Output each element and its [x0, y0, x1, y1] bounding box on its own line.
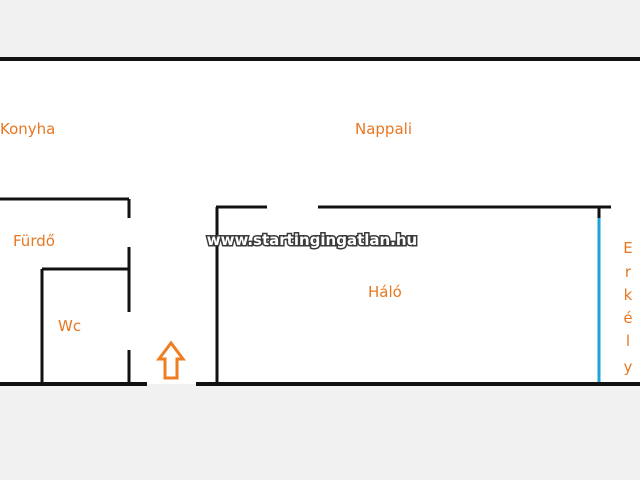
balcony-letter: é [623, 309, 632, 327]
room-label-wc: Wc [58, 317, 81, 335]
balcony-letter: k [624, 286, 633, 304]
balcony-letter: E [623, 239, 632, 257]
floor-area [0, 59, 640, 384]
balcony-letter: y [624, 358, 633, 376]
room-label-konyha: Konyha [0, 120, 55, 138]
bedroom-walls [215, 205, 611, 384]
bathroom-walls [0, 197, 131, 384]
room-label-halo: Háló [368, 283, 402, 301]
entrance-arrow-icon [156, 340, 186, 380]
balcony-label: E r k é l y [623, 239, 632, 376]
watermark-text: www.startingingatlan.hu [207, 231, 418, 249]
room-label-furdo: Fürdő [13, 232, 55, 250]
balcony-letter: l [626, 332, 630, 350]
outer-walls [0, 57, 640, 386]
room-label-nappali: Nappali [355, 120, 412, 138]
balcony-letter: r [625, 263, 632, 281]
